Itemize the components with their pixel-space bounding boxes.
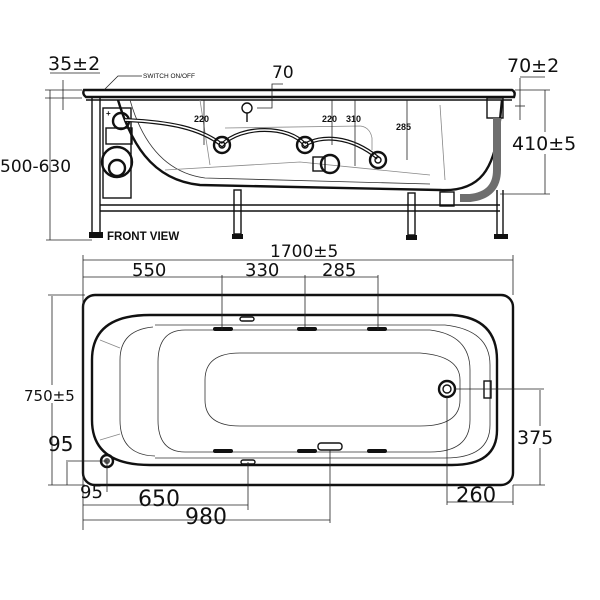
tub-basin bbox=[90, 313, 499, 467]
jet-icon bbox=[368, 150, 388, 170]
dim-jet-depth-1: 220 bbox=[194, 114, 209, 124]
suction-icon bbox=[312, 156, 326, 172]
jets-top bbox=[213, 316, 387, 465]
drain-assembly bbox=[439, 97, 504, 207]
dim-drain-y: 375 bbox=[517, 427, 553, 449]
dim-overall-width: 750±5 bbox=[24, 387, 75, 405]
tub-floor bbox=[204, 352, 461, 427]
drain-hose bbox=[460, 118, 501, 202]
pump-motor: + bbox=[100, 107, 134, 199]
suction-icon bbox=[317, 442, 343, 451]
foot-left bbox=[89, 232, 103, 238]
foot-right bbox=[494, 234, 508, 239]
jet-icon bbox=[367, 449, 387, 453]
jet-icon bbox=[367, 327, 387, 331]
dim-jet-spacing-1: 550 bbox=[132, 260, 166, 281]
switch-label: SWITCH ON/OFF bbox=[143, 73, 195, 80]
dim-right-rim: 70±2 bbox=[507, 55, 559, 77]
dim-jet-spacing-2: 330 bbox=[245, 260, 279, 281]
front-view-label: FRONT VIEW bbox=[107, 231, 179, 243]
dim-control-offset-y: 95 bbox=[48, 432, 73, 456]
overflow-icon bbox=[483, 380, 492, 399]
jet-icon bbox=[297, 449, 317, 453]
drain-icon bbox=[437, 379, 457, 399]
dim-handle-x: 980 bbox=[185, 505, 227, 530]
support-frame bbox=[89, 97, 508, 240]
dim-inner-depth: 410±5 bbox=[512, 133, 576, 155]
pillow-icon bbox=[239, 316, 255, 322]
dim-jet-depth-2: 220 bbox=[322, 114, 337, 124]
dim-control-offset-x: 95 bbox=[80, 482, 103, 503]
front-view: + 35±2 bbox=[0, 53, 582, 243]
jet-icon bbox=[212, 135, 232, 155]
dim-jet-depth-4: 285 bbox=[396, 122, 411, 132]
dim-rim-thickness: 35±2 bbox=[48, 53, 100, 75]
jet-icon bbox=[213, 449, 233, 453]
jets-front bbox=[212, 102, 388, 175]
dim-overall-length: 1700±5 bbox=[270, 242, 338, 262]
tub-rim bbox=[82, 88, 516, 99]
tub-outline bbox=[81, 293, 515, 487]
jet-icon bbox=[213, 327, 233, 331]
dim-jet-spacing-3: 285 bbox=[322, 260, 356, 281]
jet-icon bbox=[295, 135, 315, 155]
dim-jet-offset: 70 bbox=[272, 63, 294, 83]
svg-text:+: + bbox=[106, 109, 111, 118]
air-valve-icon bbox=[241, 102, 253, 114]
top-view: 1700±5 550 330 285 750±5 95 95 650 980 3… bbox=[22, 242, 563, 530]
dim-drain-x: 260 bbox=[456, 483, 496, 507]
dim-suction-x: 650 bbox=[138, 487, 180, 512]
dim-overall-height: 500-630 bbox=[0, 157, 71, 177]
dim-jet-depth-3: 310 bbox=[346, 114, 361, 124]
jet-icon bbox=[297, 327, 317, 331]
